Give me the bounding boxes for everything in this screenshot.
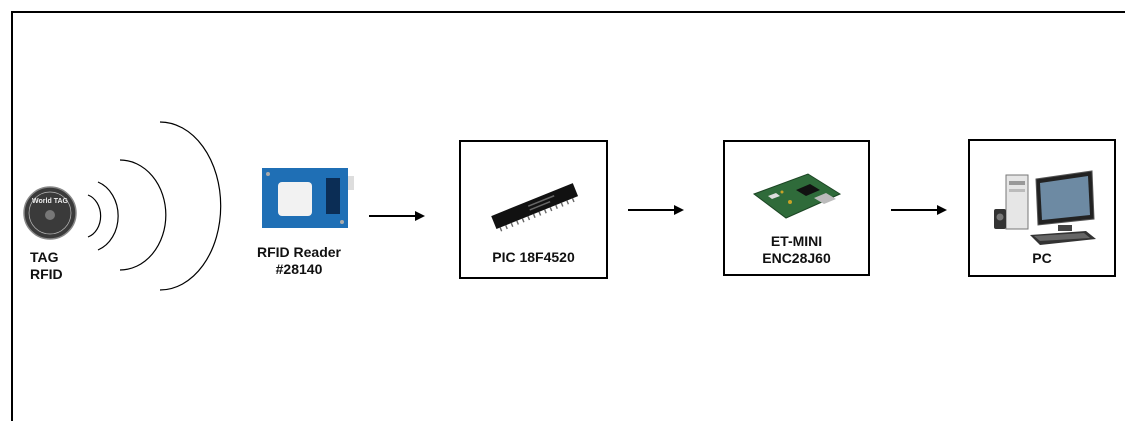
arrow-etmini-to-pc (891, 205, 947, 215)
tag-label: TAG RFID (30, 249, 63, 283)
rfid-tag-icon: World TAG (23, 186, 77, 240)
pic-chip-icon (491, 183, 579, 232)
etmini-box: ET-MINI ENC28J60 (723, 140, 870, 276)
diagram-frame (11, 11, 1125, 421)
radio-waves (87, 121, 222, 291)
arrow-pic-to-etmini (628, 205, 684, 215)
pic-box: PIC 18F4520 (459, 140, 608, 279)
pc-label: PC (1032, 250, 1052, 266)
rfid-reader-image (262, 168, 354, 228)
pic-label: PIC 18F4520 (492, 249, 575, 265)
tag-label-line2: RFID (30, 266, 63, 282)
reader-label-line2: #28140 (275, 261, 323, 277)
etmini-label-line2: ENC28J60 (762, 250, 831, 266)
etmini-label-line1: ET-MINI (770, 233, 823, 249)
reader-label-line1: RFID Reader (256, 244, 342, 260)
tag-label-line1: TAG (30, 249, 59, 265)
arrow-reader-to-pic (369, 211, 425, 221)
etmini-label: ET-MINI ENC28J60 (725, 233, 868, 267)
pc-box: PC (968, 139, 1116, 277)
etmini-board-icon (752, 173, 842, 219)
pc-computer-icon (994, 170, 1096, 245)
reader-label: RFID Reader #28140 (244, 244, 354, 278)
tag-badge-text: World TAG (32, 198, 68, 205)
